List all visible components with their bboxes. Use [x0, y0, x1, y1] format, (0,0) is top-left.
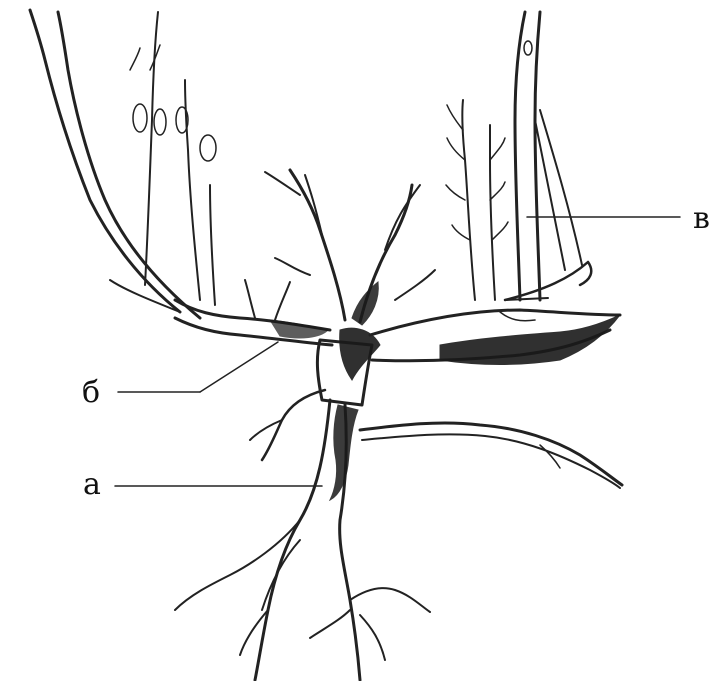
label-b-text: б: [82, 375, 100, 410]
label-v-text: в: [693, 201, 710, 236]
right-shoots: [446, 12, 591, 321]
label-b: б: [82, 342, 278, 410]
label-a: а: [83, 467, 322, 502]
root-system: [175, 390, 622, 680]
left-shoots: [30, 10, 216, 318]
leader-line-b-diagonal: [200, 342, 278, 392]
stem-base: [175, 170, 620, 405]
label-a-text: а: [83, 467, 101, 502]
